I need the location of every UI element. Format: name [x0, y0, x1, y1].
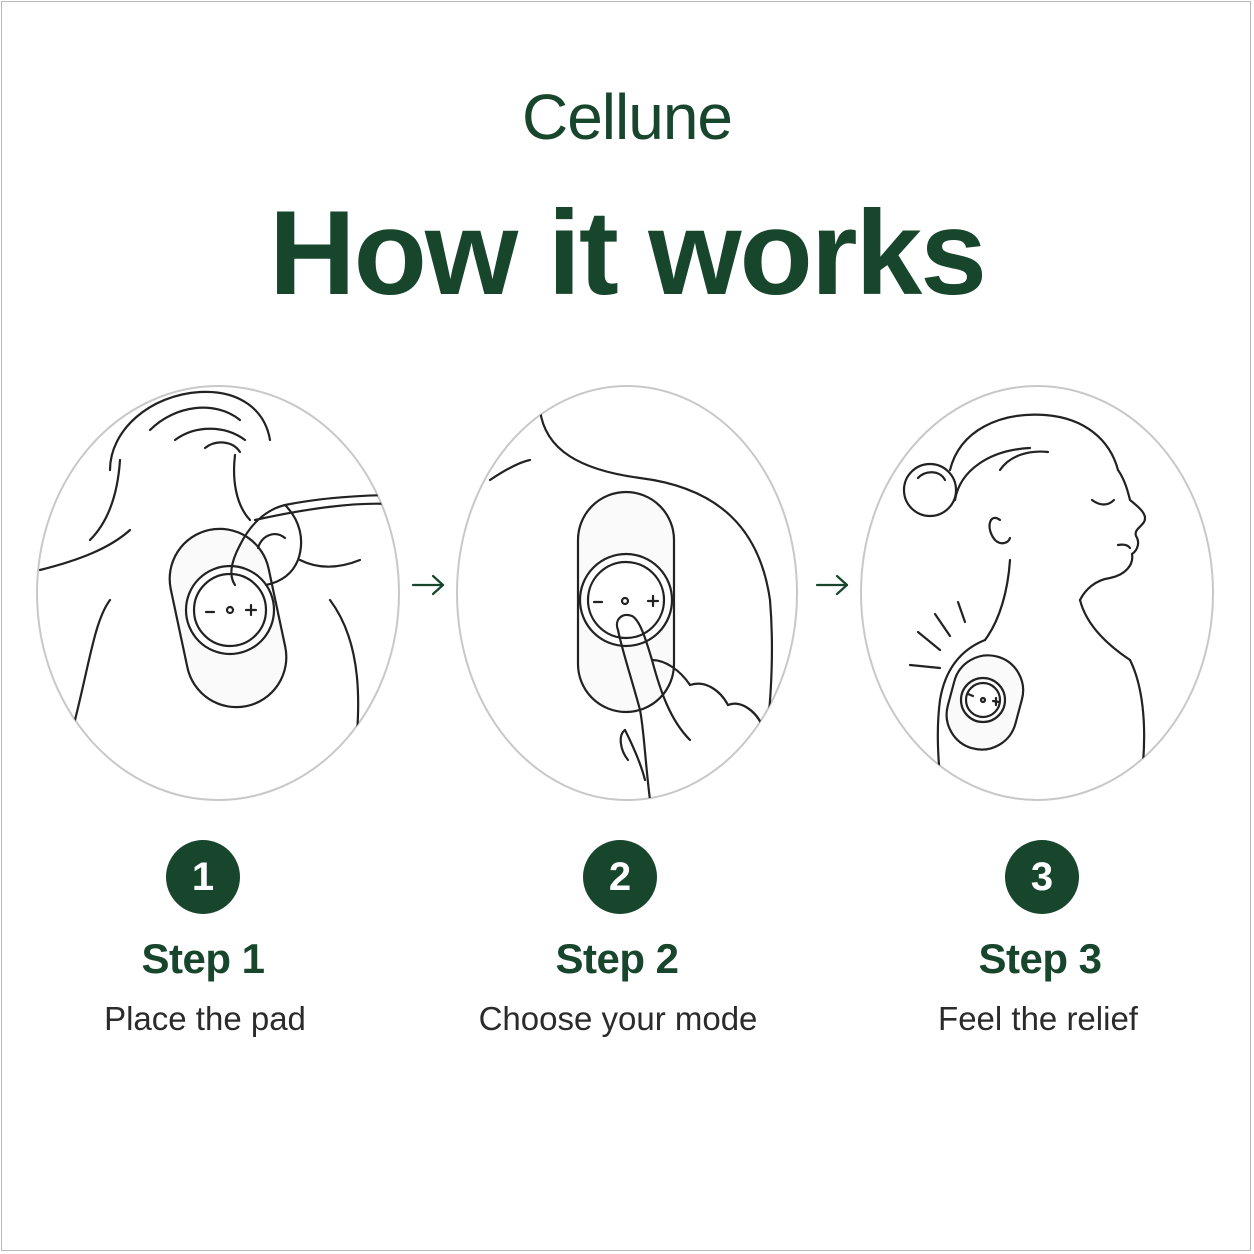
step-title: Step 1	[141, 935, 265, 982]
step-title: Step 3	[978, 935, 1102, 982]
step-description: Choose your mode	[478, 1000, 758, 1037]
step-number-badge: 3	[1005, 840, 1079, 914]
brand-logo: Cellune	[521, 81, 733, 153]
page-title: How it works	[268, 186, 987, 320]
step-number-badge: 1	[166, 840, 240, 914]
step-description: Place the pad	[104, 1000, 306, 1037]
arrow-right-icon	[411, 574, 445, 596]
step-1-illustration	[36, 385, 400, 801]
arrow-right-icon	[815, 574, 849, 596]
step-2-illustration	[456, 385, 798, 801]
step-number-badge: 2	[583, 840, 657, 914]
step-title: Step 2	[555, 935, 679, 982]
step-description: Feel the relief	[938, 1000, 1138, 1037]
step-3-illustration	[860, 385, 1214, 801]
